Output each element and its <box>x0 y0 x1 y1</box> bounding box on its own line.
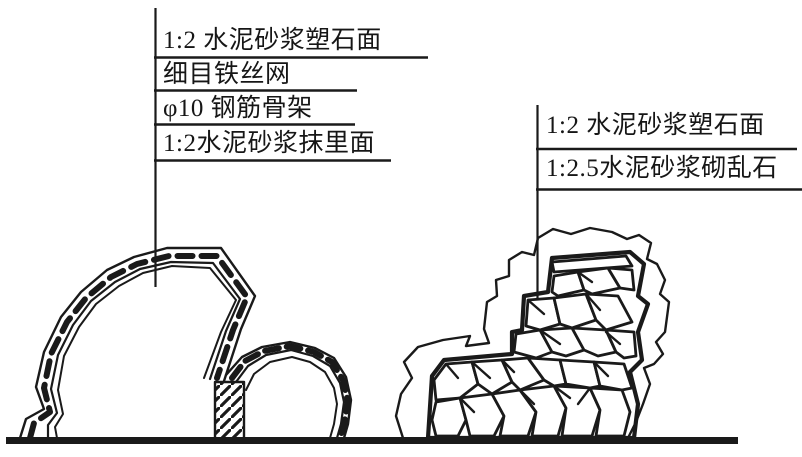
stone <box>606 266 636 292</box>
label-inner-face-plaster: 1:2水泥砂浆抹里面 <box>163 130 375 157</box>
crack-line <box>584 292 602 312</box>
big-hump-innermost-outline <box>54 265 237 439</box>
rubble-core-boundary <box>425 249 651 441</box>
big-hump-inner-outline <box>46 260 242 440</box>
right-rock-section <box>394 226 671 441</box>
small-hump-inner-outline <box>234 348 346 440</box>
label-plaster-rock-face-left: 1:2 水泥砂浆塑石面 <box>163 27 382 54</box>
crack-line <box>538 328 562 346</box>
crack-line <box>444 362 460 380</box>
crack-line <box>470 360 492 380</box>
left-rock-section <box>18 246 353 441</box>
support-pier-hatched <box>213 380 246 441</box>
label-rubble-masonry: 1:2.5水泥砂浆砌乱石 <box>546 155 778 182</box>
stone-crack-lines <box>444 270 622 414</box>
small-hump-mesh-dashes <box>229 343 351 441</box>
crack-line <box>592 360 610 378</box>
crack-line <box>604 330 622 346</box>
crack-line <box>576 386 592 406</box>
label-fine-wire-mesh: 细目铁丝网 <box>163 61 291 88</box>
stone <box>584 292 634 332</box>
right-rock-outer-outline <box>394 226 671 440</box>
rubble-stones <box>430 254 638 438</box>
label-rebar-skeleton: φ10 钢筋骨架 <box>163 95 313 122</box>
crack-line <box>458 396 476 414</box>
crack-line <box>576 270 594 284</box>
stone <box>550 254 634 274</box>
crack-line <box>518 388 536 406</box>
crack-line <box>526 298 546 316</box>
small-hump-outer-outline <box>224 340 353 440</box>
small-hump-innermost-outline <box>245 356 338 439</box>
big-hump-outer-outline <box>18 246 257 440</box>
big-hump-mesh-dashes <box>27 253 250 441</box>
label-plaster-rock-face-right: 1:2 水泥砂浆塑石面 <box>546 112 765 139</box>
crack-line <box>500 358 516 374</box>
crack-line <box>552 384 572 400</box>
